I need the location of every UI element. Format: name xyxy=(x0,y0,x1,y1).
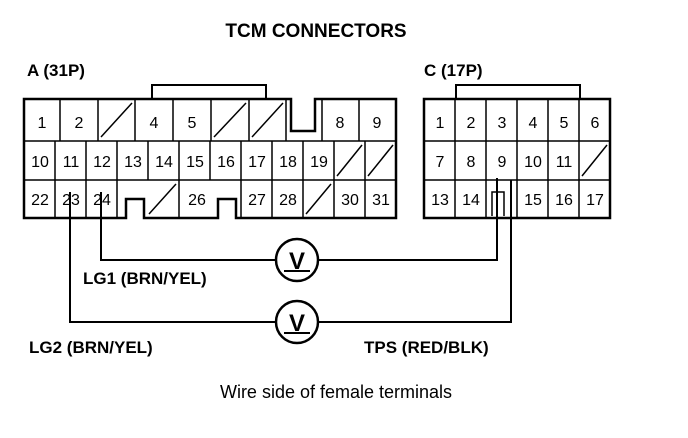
wire-lg2-right xyxy=(318,180,512,323)
pin-a5: 5 xyxy=(188,115,197,132)
pin-a19: 19 xyxy=(310,154,328,171)
pin-c14: 14 xyxy=(462,192,480,209)
pin-a8: 8 xyxy=(336,115,345,132)
pin-a13: 13 xyxy=(124,154,142,171)
pin-c5: 5 xyxy=(560,115,569,132)
connector-a-outline xyxy=(22,97,398,220)
connector-c-lock-tab xyxy=(455,84,581,99)
pin-c1: 1 xyxy=(436,115,445,132)
pin-a4: 4 xyxy=(150,115,159,132)
pin-a24: 24 xyxy=(93,192,111,209)
wire-lg1-left xyxy=(100,192,276,261)
connector-c xyxy=(422,84,612,220)
pin-a16: 16 xyxy=(217,154,235,171)
pin-a15: 15 xyxy=(186,154,204,171)
pin-c16: 16 xyxy=(555,192,573,209)
pin-c4: 4 xyxy=(529,115,538,132)
pin-c17: 17 xyxy=(586,192,604,209)
pin-c13: 13 xyxy=(431,192,449,209)
pin-c8: 8 xyxy=(467,154,476,171)
pin-a1: 1 xyxy=(38,115,47,132)
pin-a18: 18 xyxy=(279,154,297,171)
pin-a22: 22 xyxy=(31,192,49,209)
pin-c7: 7 xyxy=(436,154,445,171)
pin-c6: 6 xyxy=(591,115,600,132)
pin-a11: 11 xyxy=(63,154,80,171)
connector-a-lock-tab xyxy=(151,84,267,99)
pin-c2: 2 xyxy=(467,115,476,132)
wire-label-tps: TPS (RED/BLK) xyxy=(364,338,489,357)
probe-wires xyxy=(69,178,512,323)
pin-a31: 31 xyxy=(372,192,390,209)
wire-label-lg2: LG2 (BRN/YEL) xyxy=(29,338,153,357)
pin-a12: 12 xyxy=(93,154,111,171)
connector-a-pins: 1 2 4 5 8 9 10 11 12 13 14 15 16 17 18 1… xyxy=(31,115,390,209)
pin-a2: 2 xyxy=(75,115,84,132)
pin-a27: 27 xyxy=(248,192,266,209)
pin-c11: 11 xyxy=(556,154,573,171)
diagram-caption: Wire side of female terminals xyxy=(220,382,452,402)
pin-c10: 10 xyxy=(524,154,542,171)
pin-a9: 9 xyxy=(373,115,382,132)
voltmeter-symbol: V xyxy=(289,248,305,275)
wire-label-lg1: LG1 (BRN/YEL) xyxy=(83,269,207,288)
wire-lg2-left xyxy=(69,192,276,323)
connector-a-empty-cavities xyxy=(100,102,394,215)
voltmeter-lg1: V xyxy=(274,237,320,283)
pin-a23: 23 xyxy=(62,192,80,209)
connector-a xyxy=(22,84,398,220)
diagram-title: TCM CONNECTORS xyxy=(225,21,406,42)
pin-a14: 14 xyxy=(155,154,173,171)
wire-lg1-right xyxy=(318,178,498,261)
pin-a26: 26 xyxy=(188,192,206,209)
connector-c-label: C (17P) xyxy=(424,61,483,80)
pin-a17: 17 xyxy=(248,154,266,171)
connector-c-pins: 1 2 3 4 5 6 7 8 9 10 11 13 14 15 16 17 xyxy=(431,115,604,209)
pin-c9: 9 xyxy=(498,154,507,171)
pin-a30: 30 xyxy=(341,192,359,209)
voltmeter-symbol: V xyxy=(289,310,305,337)
voltmeter-lg2: V xyxy=(274,299,320,345)
pin-c15: 15 xyxy=(524,192,542,209)
pin-a10: 10 xyxy=(31,154,49,171)
connector-a-label: A (31P) xyxy=(27,61,85,80)
probe-tip-c xyxy=(491,191,505,216)
pin-c3: 3 xyxy=(498,115,507,132)
pin-a28: 28 xyxy=(279,192,297,209)
